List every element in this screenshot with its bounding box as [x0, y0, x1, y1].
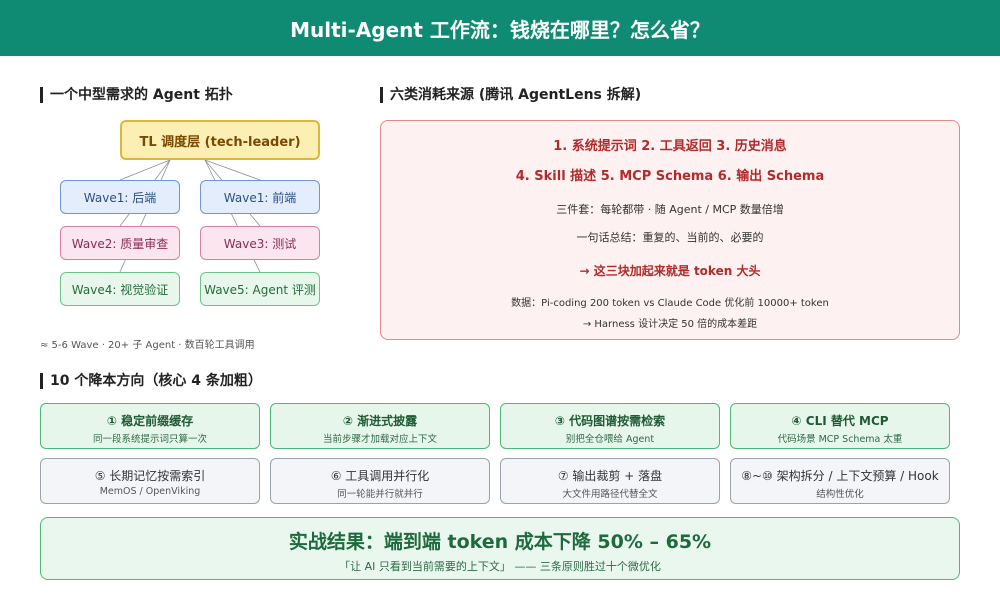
direction-card-3: ③ 代码图谱按需检索 别把全仓喂给 Agent — [500, 403, 720, 449]
sources-line-1: 1. 系统提示词 2. 工具返回 3. 历史消息 — [553, 139, 787, 154]
sources-line-2: 4. Skill 描述 5. MCP Schema 6. 输出 Schema — [515, 169, 825, 184]
direction-card-title: ⑤ 长期记忆按需索引 — [94, 469, 206, 483]
connector-backend — [119, 159, 171, 181]
wave1-backend-node: Wave1: 后端 — [60, 180, 180, 214]
sources-line-3: 三件套：每轮都带 · 随 Agent / MCP 数量倍增 — [556, 203, 784, 216]
direction-card-title: ① 稳定前缀缓存 — [106, 414, 194, 428]
page-header: Multi-Agent 工作流：钱烧在哪里？怎么省？ — [0, 0, 1000, 56]
directions-section-title: 10 个降本方向（核心 4 条加粗） — [40, 373, 262, 389]
topology-section-title: 一个中型需求的 Agent 拓扑 — [40, 87, 233, 103]
direction-card-title: ⑦ 输出裁剪 + 落盘 — [557, 469, 663, 483]
direction-card-1: ① 稳定前缀缓存 同一段系统提示词只算一次 — [40, 403, 260, 449]
direction-card-title: ④ CLI 替代 MCP — [791, 414, 889, 428]
sources-line-7: → Harness 设计决定 50 倍的成本差距 — [582, 319, 758, 330]
tl-scheduler-node: TL 调度层 (tech-leader) — [120, 120, 320, 160]
direction-card-sub: 别把全仓喂给 Agent — [565, 434, 655, 445]
direction-card-sub: MemOS / OpenViking — [99, 486, 201, 497]
direction-card-sub: 代码场景 MCP Schema 太重 — [777, 434, 903, 445]
connector-frontend — [204, 159, 261, 181]
direction-card-sub: 同一段系统提示词只算一次 — [92, 434, 207, 445]
wave5-eval-node: Wave5: Agent 评测 — [200, 272, 320, 306]
sources-line-5: → 这三块加起来就是 token 大头 — [579, 264, 761, 278]
wave1-frontend-node: Wave1: 前端 — [200, 180, 320, 214]
direction-card-title: ② 渐进式披露 — [342, 414, 418, 428]
direction-card-title: ⑥ 工具调用并行化 — [330, 469, 430, 483]
direction-card-sub: 大文件用路径代替全文 — [562, 489, 658, 500]
topology-note: ≈ 5-6 Wave · 20+ 子 Agent · 数百轮工具调用 — [40, 340, 255, 351]
direction-card-title: ③ 代码图谱按需检索 — [554, 414, 666, 428]
sources-panel: 1. 系统提示词 2. 工具返回 3. 历史消息 4. Skill 描述 5. … — [380, 120, 960, 340]
result-banner: 实战结果：端到端 token 成本下降 50% – 65% 「让 AI 只看到当… — [40, 517, 960, 580]
direction-card-title: ⑧~⑩ 架构拆分 / 上下文预算 / Hook — [741, 469, 939, 483]
result-title: 实战结果：端到端 token 成本下降 50% – 65% — [288, 531, 712, 553]
sources-line-6: 数据：Pi-coding 200 token vs Claude Code 优化… — [511, 298, 829, 309]
direction-card-sub: 当前步骤才加载对应上下文 — [322, 434, 437, 445]
result-subtitle: 「让 AI 只看到当前需要的上下文」 —— 三条原则胜过十个微优化 — [339, 560, 661, 573]
direction-card-7: ⑦ 输出裁剪 + 落盘 大文件用路径代替全文 — [500, 458, 720, 504]
sources-section-title: 六类消耗来源 (腾讯 AgentLens 拆解) — [380, 87, 641, 103]
wave2-review-node: Wave2: 质量审查 — [60, 226, 180, 260]
direction-card-sub: 同一轮能并行就并行 — [337, 489, 423, 500]
direction-card-2: ② 渐进式披露 当前步骤才加载对应上下文 — [270, 403, 490, 449]
direction-card-4: ④ CLI 替代 MCP 代码场景 MCP Schema 太重 — [730, 403, 950, 449]
sources-line-4: 一句话总结：重复的、当前的、必要的 — [576, 231, 764, 244]
wave4-visual-node: Wave4: 视觉验证 — [60, 272, 180, 306]
direction-card-5: ⑤ 长期记忆按需索引 MemOS / OpenViking — [40, 458, 260, 504]
wave3-test-node: Wave3: 测试 — [200, 226, 320, 260]
direction-card-sub: 结构性优化 — [816, 489, 864, 500]
direction-card-8: ⑧~⑩ 架构拆分 / 上下文预算 / Hook 结构性优化 — [730, 458, 950, 504]
direction-card-6: ⑥ 工具调用并行化 同一轮能并行就并行 — [270, 458, 490, 504]
page-title: Multi-Agent 工作流：钱烧在哪里？怎么省？ — [290, 17, 710, 42]
